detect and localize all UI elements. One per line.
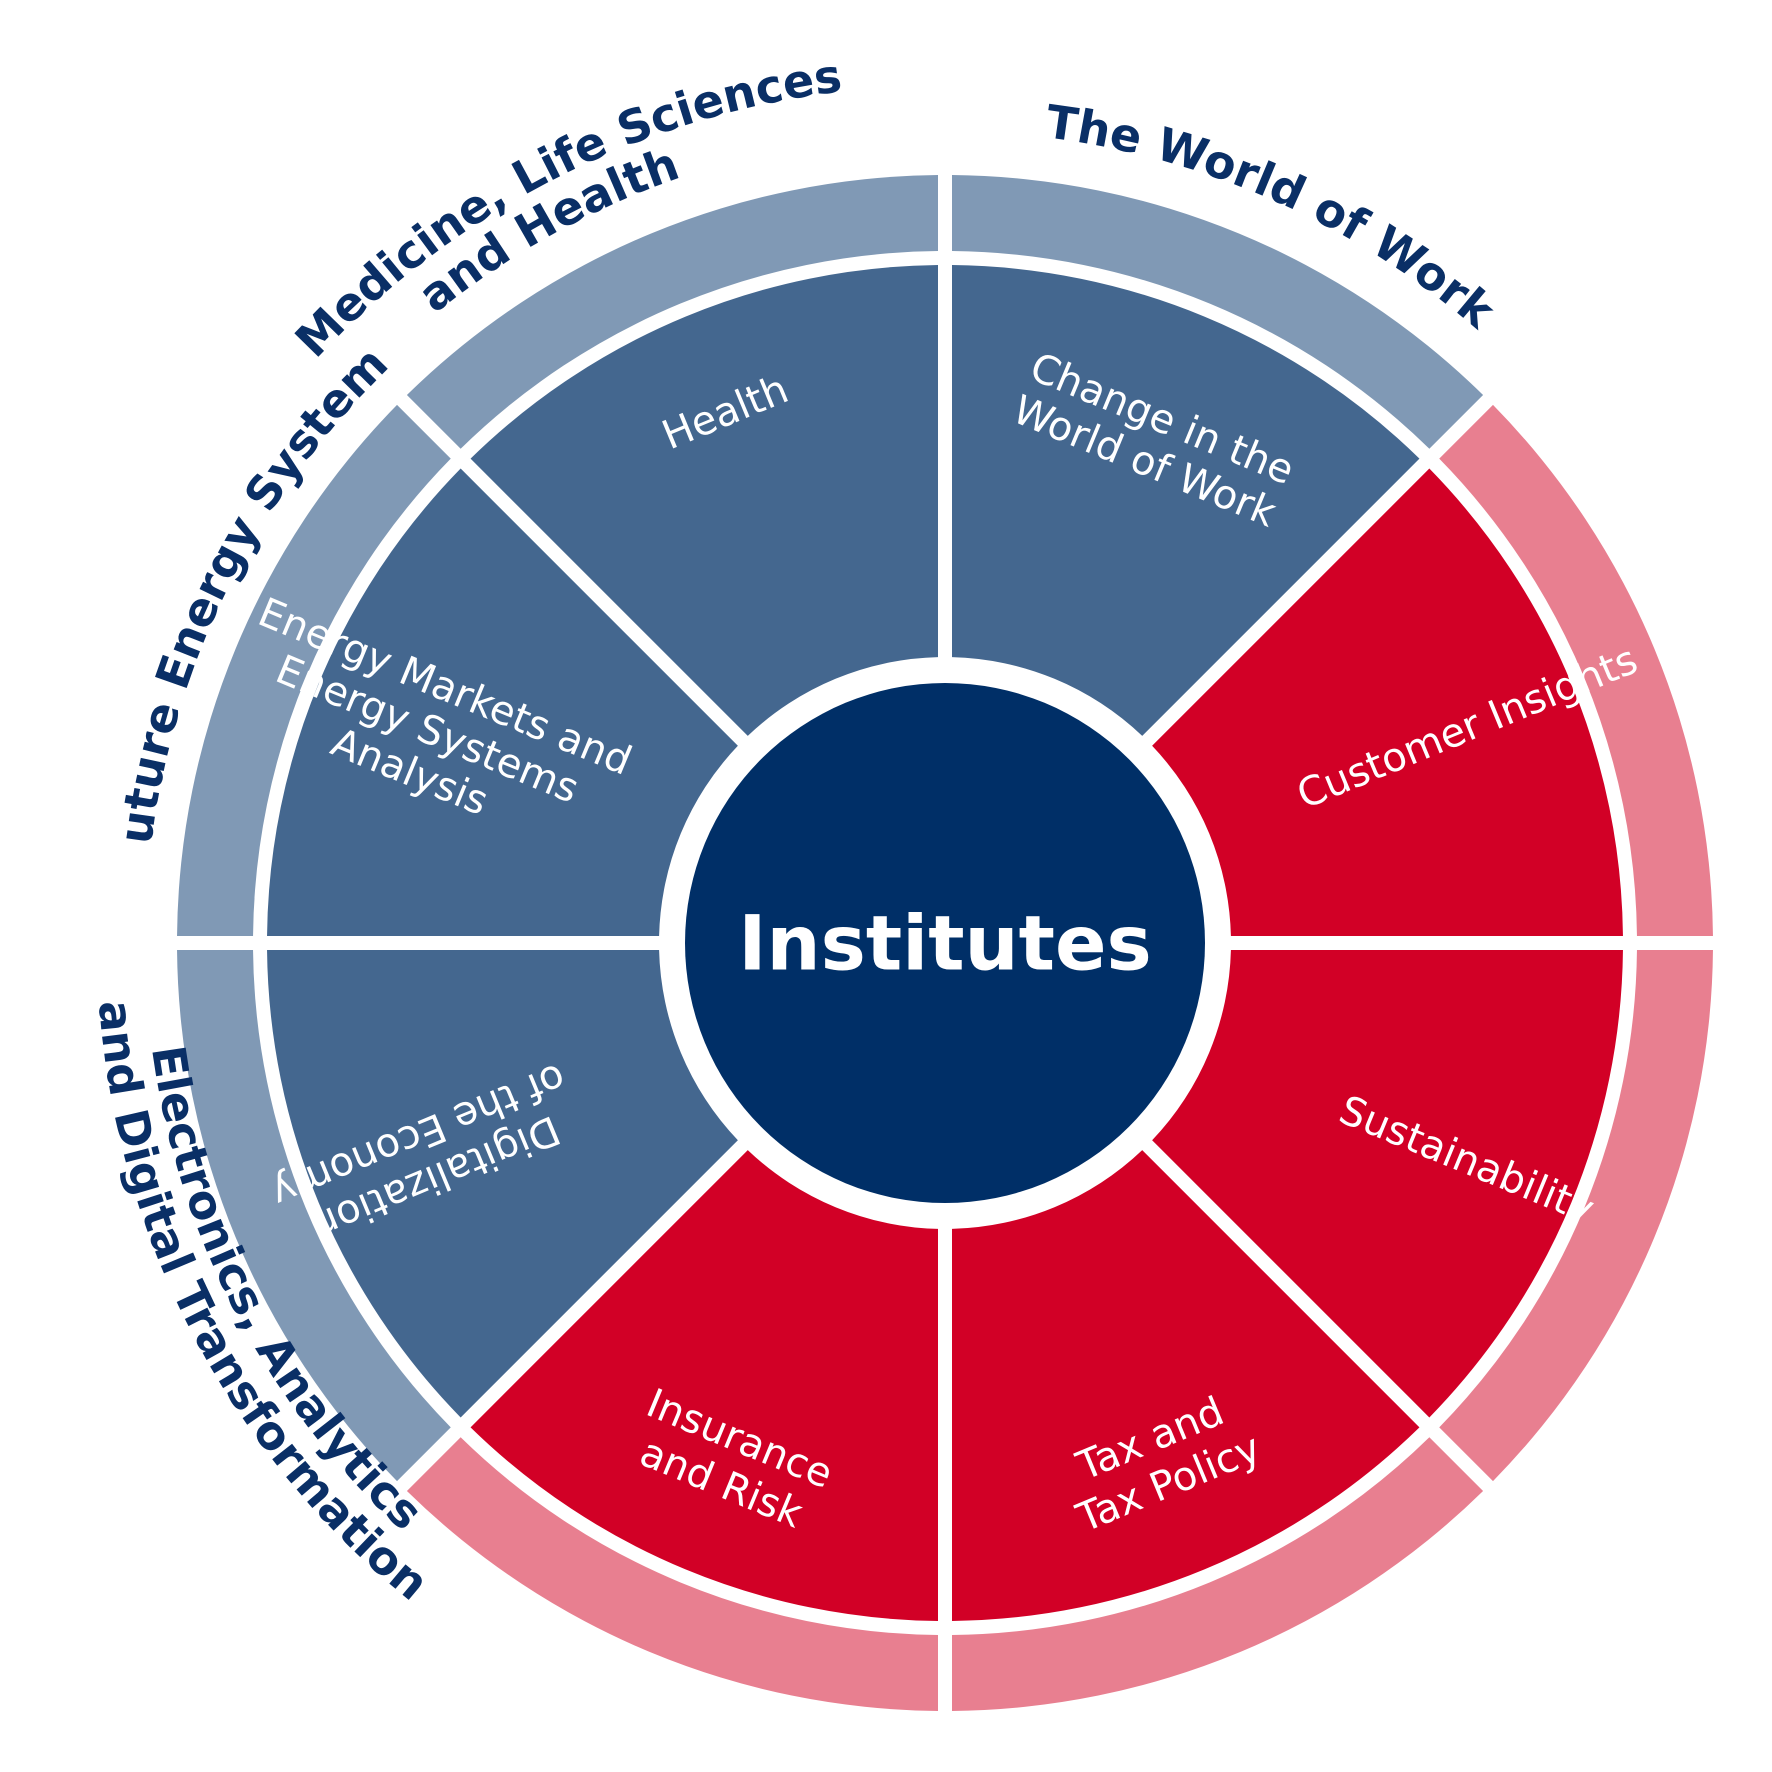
outer-ring-segment xyxy=(1439,404,1713,936)
center-circle xyxy=(685,683,1205,1203)
institute-segment xyxy=(952,265,1420,736)
outer-ring-segment xyxy=(1439,950,1713,1482)
institute-segments xyxy=(267,265,1623,1621)
outer-ring-segment xyxy=(952,1437,1484,1711)
outer-ring-segment xyxy=(177,950,451,1482)
institute-segment xyxy=(267,950,738,1418)
institute-segment xyxy=(952,1150,1420,1621)
institute-segment xyxy=(470,265,938,736)
outer-ring-segment xyxy=(177,404,451,936)
center-hub: Institutes xyxy=(685,683,1205,1203)
outer-ring-segment xyxy=(406,175,938,449)
institute-segment xyxy=(267,468,738,936)
center-label: Institutes xyxy=(738,899,1152,988)
institute-segment xyxy=(1152,468,1623,936)
outer-ring-segment xyxy=(406,1437,938,1711)
institute-segment xyxy=(1152,950,1623,1418)
outer-ring-segment xyxy=(952,175,1484,449)
outer-ring xyxy=(177,175,1713,1711)
institute-segment xyxy=(470,1150,938,1621)
